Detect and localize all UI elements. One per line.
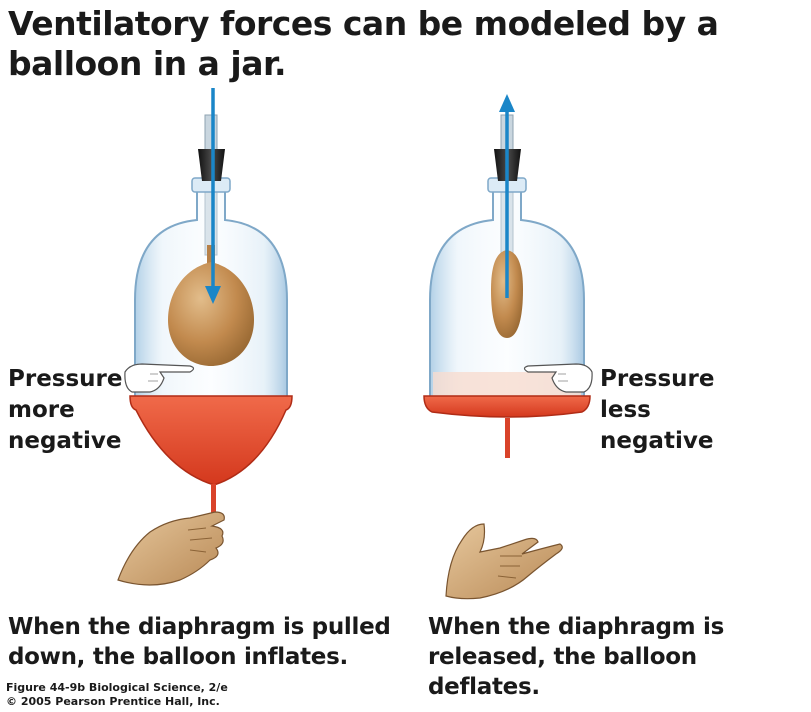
- pulling-hand-icon: [117, 511, 225, 586]
- right-caption-line2: released, the balloon deflates.: [428, 644, 697, 700]
- right-diaphragm-string: [505, 418, 510, 458]
- figure-credit: Figure 44-9b Biological Science, 2/e © 2…: [6, 681, 228, 709]
- left-pressure-label-line1: Pressure: [8, 366, 123, 392]
- right-pressure-label: Pressure less negative: [600, 364, 715, 457]
- right-diaphragm-relaxed: [423, 395, 591, 418]
- right-pressure-label-line2: less: [600, 397, 651, 423]
- left-caption-line2: down, the balloon inflates.: [8, 644, 348, 670]
- right-caption-line1: When the diaphragm is: [428, 614, 724, 640]
- down-arrow-icon: [205, 88, 221, 304]
- open-hand-icon: [445, 523, 563, 600]
- right-caption: When the diaphragm is released, the ball…: [428, 612, 811, 702]
- right-pressure-label-line1: Pressure: [600, 366, 715, 392]
- right-jar-base-fill: [433, 372, 581, 400]
- left-pressure-label: Pressure more negative: [8, 364, 123, 457]
- left-pressure-label-line2: more: [8, 397, 75, 423]
- left-jar-assembly: [117, 88, 293, 586]
- left-pressure-label-line3: negative: [8, 428, 122, 454]
- right-jar-assembly: [423, 94, 593, 600]
- figure-credit-line1: Figure 44-9b Biological Science, 2/e: [6, 681, 228, 694]
- pointing-hand-icon: [523, 363, 593, 393]
- left-caption: When the diaphragm is pulled down, the b…: [8, 612, 391, 672]
- left-diaphragm-pulled: [129, 395, 293, 486]
- pointing-hand-icon: [124, 363, 195, 393]
- figure-credit-line2: © 2005 Pearson Prentice Hall, Inc.: [6, 695, 220, 708]
- left-balloon-neck: [207, 245, 215, 265]
- left-balloon-inflated: [168, 262, 254, 366]
- page-title: Ventilatory forces can be modeled by a b…: [8, 4, 719, 83]
- left-caption-line1: When the diaphragm is pulled: [8, 614, 391, 640]
- up-arrow-icon: [499, 94, 515, 298]
- right-pressure-label-line3: negative: [600, 428, 714, 454]
- left-diaphragm-string: [211, 484, 216, 520]
